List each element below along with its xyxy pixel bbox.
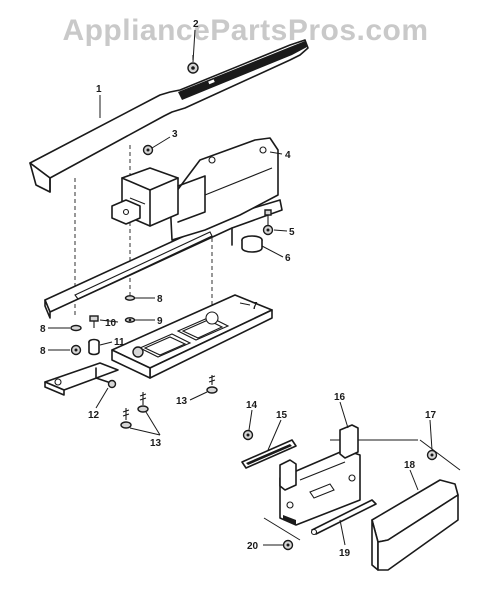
handle-part-18 bbox=[371, 479, 459, 571]
foot-part-6 bbox=[241, 235, 263, 253]
callout-2: 2 bbox=[193, 19, 199, 30]
callout-19: 19 bbox=[339, 548, 351, 559]
callout-15: 15 bbox=[276, 410, 288, 421]
callout-labels: 1 2 3 4 5 6 7 8 8 8 9 10 11 12 13 13 14 … bbox=[40, 19, 437, 559]
spacer-part-11 bbox=[88, 338, 100, 356]
screw-part-8-lower bbox=[70, 344, 82, 356]
callout-9: 9 bbox=[157, 316, 163, 327]
callout-14: 14 bbox=[246, 400, 258, 411]
watermark-text: AppliancePartsPros.com bbox=[62, 14, 429, 47]
screw-part-3 bbox=[142, 144, 154, 156]
leader-lines bbox=[48, 29, 433, 546]
filter-frame-part-7 bbox=[111, 294, 273, 379]
callout-11: 11 bbox=[114, 337, 125, 348]
callout-20: 20 bbox=[247, 541, 259, 552]
callout-4: 4 bbox=[285, 150, 291, 161]
washer-part-8-upper bbox=[124, 295, 136, 301]
callout-6: 6 bbox=[285, 253, 291, 264]
callout-13-left: 13 bbox=[150, 438, 162, 449]
washer-part-9 bbox=[124, 317, 136, 323]
callout-1: 1 bbox=[96, 84, 102, 95]
screw-part-20 bbox=[282, 539, 294, 551]
callout-12: 12 bbox=[88, 410, 100, 421]
screw-part-2 bbox=[187, 55, 199, 74]
callout-18: 18 bbox=[404, 460, 416, 471]
screw-part-14 bbox=[242, 429, 254, 441]
callout-5: 5 bbox=[289, 227, 295, 238]
callout-16: 16 bbox=[334, 392, 346, 403]
washer-part-8-left bbox=[70, 324, 82, 332]
callout-8-upper: 8 bbox=[157, 294, 163, 305]
trim-rail-part-1 bbox=[29, 39, 309, 193]
screw-part-17 bbox=[426, 449, 438, 461]
callout-7: 7 bbox=[252, 301, 258, 312]
rod-part-19 bbox=[310, 499, 377, 536]
screw-part-13-left-b bbox=[120, 408, 132, 429]
callout-3: 3 bbox=[172, 129, 178, 140]
callout-10: 10 bbox=[105, 318, 117, 329]
mounting-bracket-part-4 bbox=[44, 137, 283, 319]
screw-part-13-left-a bbox=[137, 392, 149, 413]
callout-17: 17 bbox=[425, 410, 437, 421]
lever-part-12 bbox=[44, 362, 119, 396]
screw-part-13-right bbox=[206, 375, 218, 394]
hinge-bracket-part-16 bbox=[279, 424, 361, 526]
strip-part-15 bbox=[241, 439, 297, 469]
screw-part-5 bbox=[262, 209, 274, 236]
callout-8-left: 8 bbox=[40, 324, 46, 335]
callout-13-right: 13 bbox=[176, 396, 188, 407]
callout-8-lower: 8 bbox=[40, 346, 46, 357]
stud-part-10 bbox=[89, 315, 99, 328]
